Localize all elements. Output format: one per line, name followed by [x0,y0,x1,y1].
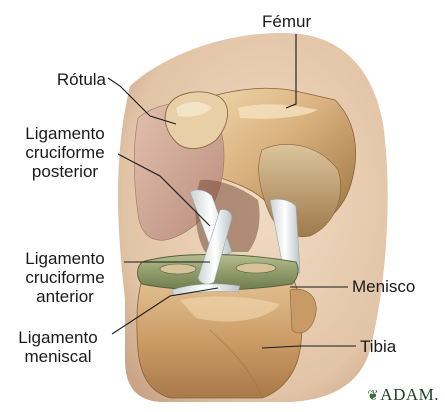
label-posterior-cruciate: Ligamento cruciforme posterior [6,124,124,181]
label-anterior-cruciate: Ligamento cruciforme anterior [6,249,124,306]
label-meniscal-ligament: Ligamento meniscal [6,328,110,366]
label-meniscal-line1: Ligamento [6,328,110,347]
label-tibia: Tibia [360,337,396,356]
label-posterior-line3: posterior [6,162,124,181]
label-menisco: Menisco [352,277,415,296]
leaf-icon: ❦ [367,389,379,404]
label-posterior-line1: Ligamento [6,124,124,143]
label-anterior-line3: anterior [6,287,124,306]
logo-text: ADAM. [380,385,439,404]
label-posterior-line2: cruciforme [6,143,124,162]
label-meniscal-line2: meniscal [6,347,110,366]
label-rotula: Rótula [44,70,106,89]
label-femur: Fémur [262,12,311,31]
adam-logo: ❦ADAM. [367,385,439,405]
label-anterior-line1: Ligamento [6,249,124,268]
label-anterior-line2: cruciforme [6,268,124,287]
